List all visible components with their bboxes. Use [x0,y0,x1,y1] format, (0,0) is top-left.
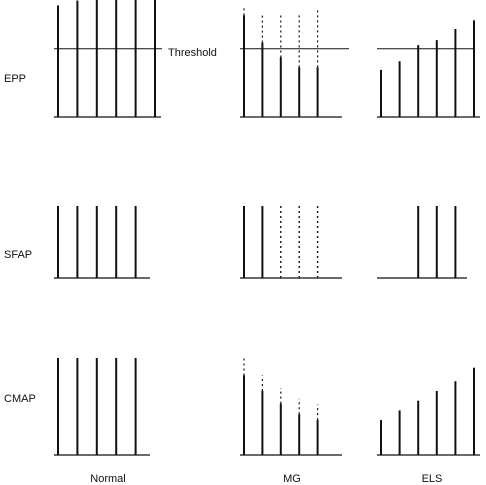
panel-epp-els [377,20,480,118]
row-label-sfap: SFAP [4,249,32,261]
panel-sfap-mg [240,206,342,279]
column-label-els: ELS [422,473,443,485]
panel-cmap-mg [240,358,342,456]
column-label-normal: Normal [90,473,125,485]
column-label-mg: MG [283,473,301,485]
panel-epp-mg [240,5,349,118]
row-label-epp: EPP [4,73,26,85]
panel-sfap-normal [54,206,150,279]
panel-cmap-normal [54,358,150,456]
panel-epp-normal [54,0,162,118]
threshold-label: Threshold [168,47,217,59]
row-label-cmap: CMAP [4,393,36,405]
panel-cmap-els [377,367,480,456]
panel-sfap-els [377,206,467,279]
